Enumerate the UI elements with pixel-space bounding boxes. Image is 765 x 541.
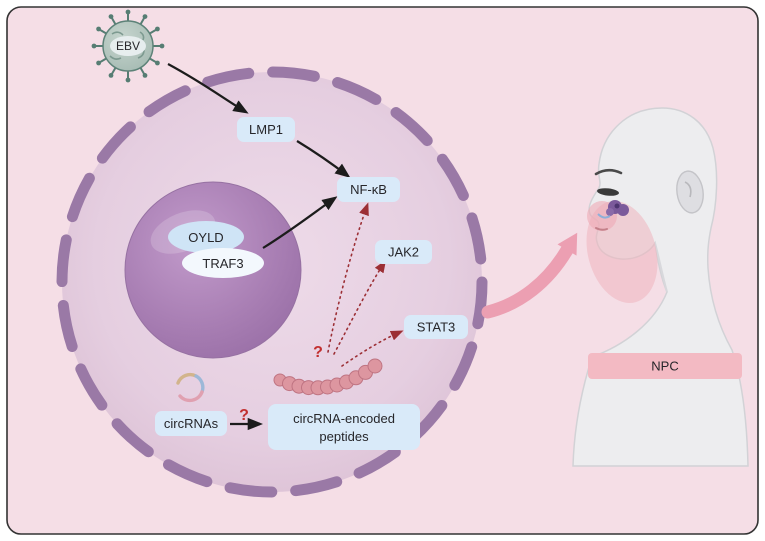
arrow-ebv-to-lmp1 bbox=[167, 63, 249, 114]
npc-label: NPC bbox=[651, 359, 678, 374]
neck-shading-line bbox=[654, 242, 668, 293]
arrow-lmp1-to-nfkb bbox=[296, 140, 351, 178]
inner-ear-line bbox=[684, 181, 692, 198]
black-arrows bbox=[167, 63, 351, 431]
ebv-label: EBV bbox=[116, 39, 140, 53]
circrnas-label: circRNAs bbox=[164, 416, 219, 431]
pink-arrowhead-icon bbox=[557, 232, 578, 256]
arrow-peptides-to-jak2 bbox=[333, 259, 387, 355]
mouth-line bbox=[595, 227, 608, 231]
oyld-label-bg bbox=[168, 221, 244, 253]
molecule-labels: LMP1 NF-κB OYLD TRAF3 JAK2 STAT3 circRNA… bbox=[155, 117, 468, 450]
arrow-traf3-to-nfkb bbox=[262, 196, 338, 249]
virus-texture-icon bbox=[109, 31, 145, 60]
ebv-virion-icon: EBV bbox=[91, 9, 165, 83]
closed-eye-icon bbox=[597, 188, 619, 196]
lmp1-label: LMP1 bbox=[249, 122, 283, 137]
circrnas-label-bg bbox=[155, 411, 227, 436]
peptides-label-bg bbox=[268, 404, 420, 450]
lmp1-label-bg bbox=[237, 117, 295, 142]
tumor-icon bbox=[606, 200, 629, 216]
jak2-label-bg bbox=[375, 240, 432, 264]
virus-label-bg bbox=[110, 36, 146, 56]
cell-membrane-icon bbox=[56, 66, 488, 498]
eyebrow-icon bbox=[594, 168, 623, 176]
nfkb-label-bg bbox=[337, 177, 400, 202]
question-mark-pathways: ? bbox=[313, 344, 323, 361]
traf3-label-bg bbox=[182, 248, 264, 278]
jak2-label: JAK2 bbox=[388, 245, 419, 260]
question-mark-translation: ? bbox=[239, 407, 249, 424]
stat3-label: STAT3 bbox=[417, 320, 456, 335]
oyld-label: OYLD bbox=[188, 230, 223, 245]
stat3-label-bg bbox=[404, 315, 468, 339]
dashed-red-arrows bbox=[327, 202, 404, 367]
ear-icon bbox=[676, 170, 704, 214]
cell-to-npc-arrow bbox=[481, 232, 578, 319]
peptides-label-line2: peptides bbox=[319, 429, 369, 444]
peptides-label-line1: circRNA-encoded bbox=[293, 411, 395, 426]
arrow-peptides-to-stat3 bbox=[341, 330, 404, 367]
traf3-label: TRAF3 bbox=[202, 256, 243, 271]
circrna-icon bbox=[176, 372, 205, 403]
peptide-chain-icon bbox=[273, 358, 383, 396]
nfkb-label: NF-κB bbox=[350, 182, 387, 197]
npc-label-bg bbox=[588, 353, 742, 379]
virus-spikes-icon bbox=[91, 9, 165, 83]
npc-caption: NPC bbox=[588, 353, 742, 379]
nasal-passage-line bbox=[597, 213, 611, 219]
